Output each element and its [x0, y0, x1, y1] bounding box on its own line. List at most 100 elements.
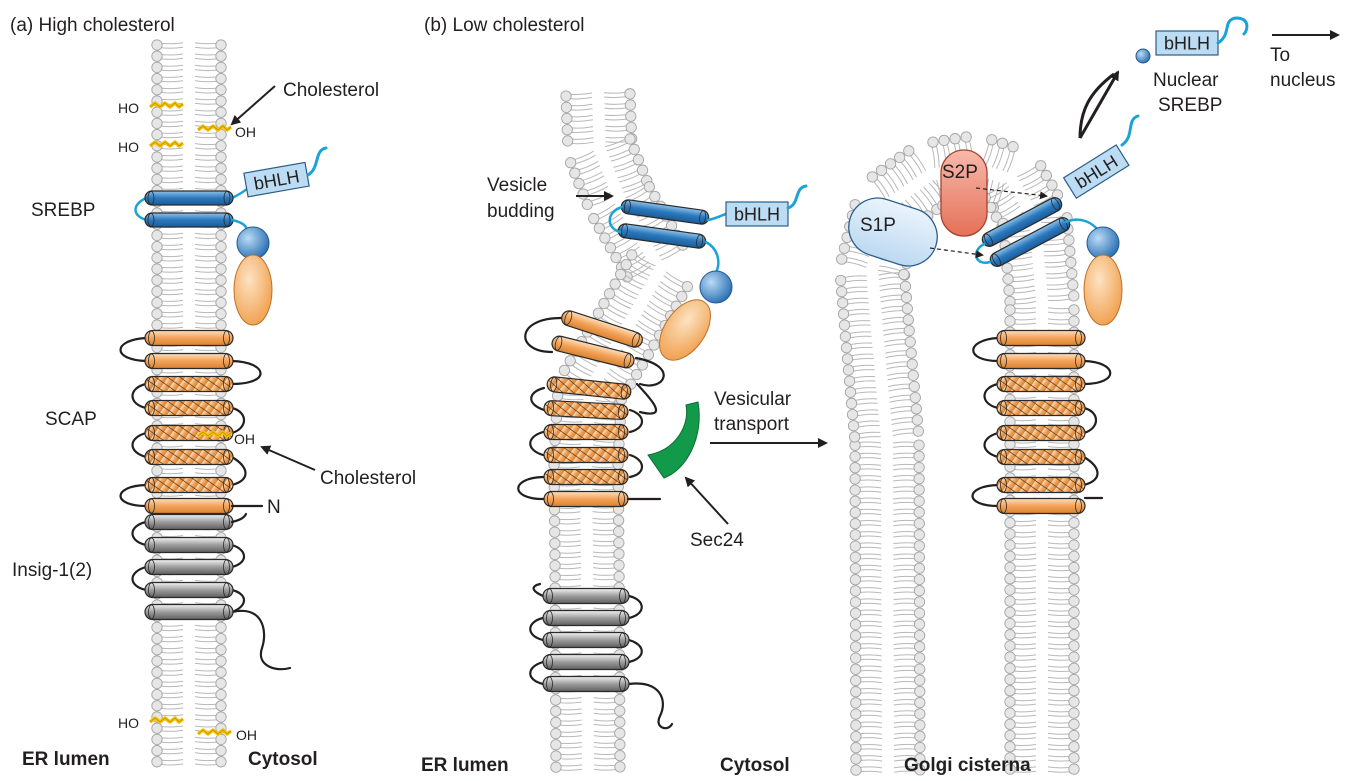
scap-helix [996, 476, 1086, 494]
insig-tail [230, 609, 292, 671]
scap-helix [551, 335, 635, 369]
srebp-regulatory-domain [699, 270, 733, 304]
vesicle-budding-label-2: budding [487, 201, 555, 222]
scap-helix [144, 497, 234, 515]
scap-helix [144, 476, 234, 494]
srebp-helix [981, 197, 1063, 247]
ho-label: HO [118, 715, 139, 731]
srebp-linker [704, 240, 720, 274]
er-lumen-label-b: ER lumen [421, 755, 509, 776]
s2p-label: S2P [942, 162, 978, 183]
scap-loop [230, 455, 247, 487]
insig-helix [542, 675, 630, 693]
scap-helix [996, 329, 1086, 347]
scap-helix [543, 490, 629, 508]
nuclear-srebp-label-2: SREBP [1158, 95, 1222, 116]
bhlh-label: bHLH [734, 205, 780, 225]
insig-loop [627, 638, 643, 664]
cholesterol-arrow [260, 445, 316, 471]
insig-loop [230, 543, 246, 569]
oh-label: OH [235, 124, 256, 140]
insig-helix [542, 609, 630, 627]
scap-loop [119, 483, 148, 508]
scap-wd-domain [1083, 254, 1123, 326]
to-nucleus-label-2: nucleus [1270, 70, 1336, 91]
scap-helix [144, 329, 234, 347]
cytosol-label-a: Cytosol [248, 749, 318, 770]
nuclear-srebp-ball [1135, 48, 1151, 64]
scap-loop [628, 408, 644, 434]
srebp-loop [134, 196, 148, 222]
scap-helix [543, 446, 629, 464]
scap-loop [529, 430, 545, 457]
scap-helix [144, 424, 234, 442]
cholesterol-molecule [148, 140, 185, 148]
scap-helix [996, 352, 1086, 370]
golgi-cisterna-label: Golgi cisterna [904, 755, 1031, 776]
scap-loop [524, 316, 563, 354]
release-arrow [1078, 70, 1120, 139]
scap-loop [517, 475, 545, 501]
cholesterol-label-top: Cholesterol [283, 80, 379, 101]
insig-helix [144, 513, 234, 531]
oh-label: OH [234, 431, 255, 447]
ho-label: HO [118, 100, 139, 116]
scap-helix [543, 400, 629, 420]
vesicle-budding-label-1: Vesicle [487, 175, 547, 196]
scap-loop [230, 406, 246, 435]
sec24-label: Sec24 [690, 530, 744, 551]
insig-helix [144, 603, 234, 621]
oh-label: OH [236, 727, 257, 743]
vesicular-transport-label-2: transport [714, 414, 790, 435]
srebp-label: SREBP [31, 200, 95, 221]
srebp-linker [706, 212, 728, 222]
srebp-regulatory-domain [236, 226, 270, 260]
s2p-protease [940, 149, 988, 237]
scap-wd-domain [659, 299, 711, 361]
srebp-helix [620, 199, 710, 225]
nuclear-srebp-label-1: Nuclear [1153, 70, 1219, 91]
sec24-arrow [684, 476, 729, 525]
scap-loop [635, 382, 658, 415]
insig-helix [542, 653, 630, 671]
scap-helix [546, 376, 632, 400]
scap-loop [119, 336, 148, 363]
cholesterol-molecule [148, 101, 185, 109]
cholesterol-molecule [196, 728, 233, 736]
insig-tail [627, 682, 674, 730]
n-terminus-label: N [267, 497, 281, 518]
scap-helix [144, 448, 234, 466]
bhlh-tail [1120, 114, 1140, 147]
scap-wd-domain [233, 254, 273, 326]
scap-loop [628, 453, 644, 479]
panel-b-title: (b) Low cholesterol [424, 15, 585, 36]
scap-loop [983, 431, 1000, 459]
scap-loop [971, 483, 1000, 508]
panel-a-title: (a) High cholesterol [10, 15, 175, 36]
er-lumen-label-a: ER lumen [22, 749, 110, 770]
insig-loop [131, 520, 148, 547]
srebp-helix [144, 190, 234, 206]
srebp-loop [608, 205, 624, 234]
insig-loop [529, 660, 545, 686]
scap-helix [543, 468, 629, 486]
insig-helix [144, 536, 234, 554]
scap-loop [530, 386, 546, 412]
scap-loop [972, 336, 1000, 363]
scap-helix [996, 497, 1086, 515]
nuclear-bhlh-tail [1216, 16, 1249, 45]
cytosol-label-b: Cytosol [720, 755, 790, 776]
bhlh-label: bHLH [1164, 34, 1210, 54]
bhlh-tail [786, 184, 808, 210]
insig-linker [230, 512, 248, 524]
cholesterol-molecule [196, 124, 233, 132]
cholesterol-label-scap: Cholesterol [320, 468, 416, 489]
scap-loop [230, 359, 262, 386]
scap-loop [1082, 406, 1098, 435]
vesicular-transport-label-1: Vesicular [714, 389, 792, 410]
cholesterol-arrow [230, 85, 276, 126]
scap-helix [543, 423, 629, 441]
scap-loop [1082, 455, 1099, 487]
srebp-regulatory-domain [1086, 226, 1120, 260]
insig-helix [144, 581, 234, 599]
